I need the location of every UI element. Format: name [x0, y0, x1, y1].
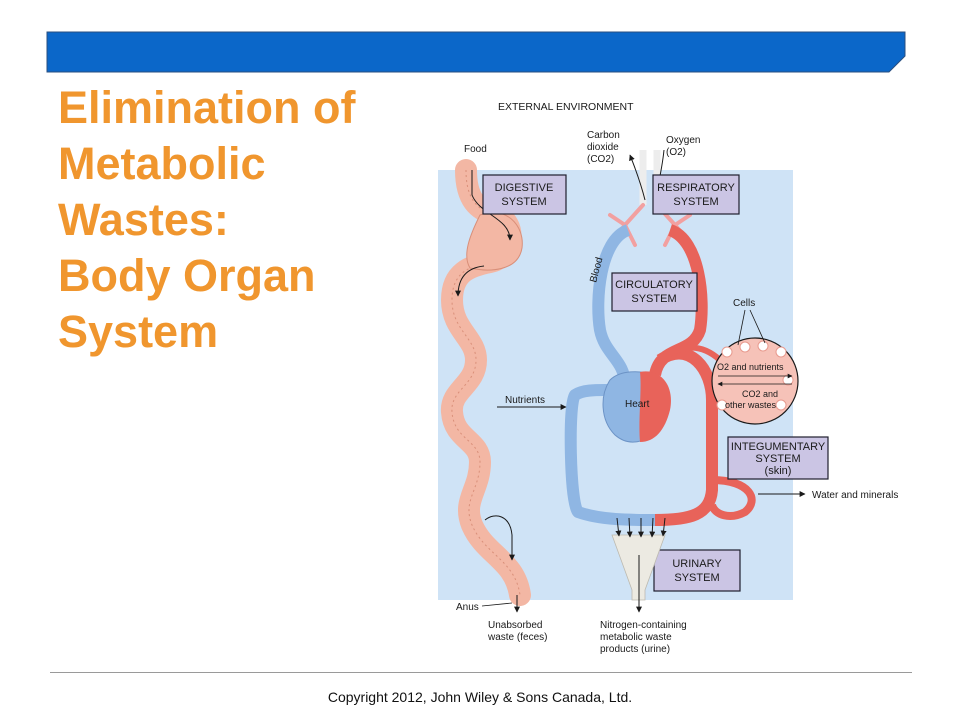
- digestive-line-1: DIGESTIVE: [495, 182, 554, 194]
- respiratory-line-1: RESPIRATORY: [657, 182, 735, 194]
- integumentary-line-3: (skin): [765, 465, 792, 477]
- lungs-bronchi: [608, 203, 692, 247]
- unabsorbed-line-1: Unabsorbed: [488, 620, 542, 631]
- heart-label: Heart: [625, 399, 650, 410]
- title-line-3: Wastes:: [58, 194, 229, 245]
- slide-title: Elimination of Metabolic Wastes: Body Or…: [58, 80, 438, 360]
- respiratory-line-2: SYSTEM: [673, 196, 718, 208]
- co2-line-2: dioxide: [587, 142, 619, 153]
- circulatory-line-2: SYSTEM: [631, 293, 676, 305]
- integumentary-line-2: SYSTEM: [755, 453, 800, 465]
- nitrogen-line-3: products (urine): [600, 644, 670, 655]
- title-line-2: Metabolic: [58, 138, 266, 189]
- respiratory-system-box: RESPIRATORY SYSTEM: [652, 174, 740, 215]
- cells-vessel: [658, 344, 723, 363]
- oxygen-label: Oxygen (O2): [666, 135, 703, 158]
- co2-out-arrow: [629, 154, 646, 201]
- o2-nutrients-label: O2 and nutrients: [717, 362, 784, 372]
- co2-line-1: Carbon: [587, 130, 620, 141]
- heart-right: [639, 371, 671, 442]
- nitrogen-waste-label: Nitrogen-containing metabolic waste prod…: [600, 620, 690, 655]
- title-line-5: System: [58, 306, 219, 357]
- stomach-exit-arrow: [455, 265, 485, 297]
- cells-pointer-2: [749, 309, 766, 344]
- stomach: [466, 211, 523, 271]
- integumentary-line-1: INTEGUMENTARY: [731, 441, 826, 453]
- co2-line-3: (CO2): [587, 154, 614, 165]
- nutrients-label: Nutrients: [505, 395, 545, 406]
- oxygen-line-2: (O2): [666, 147, 686, 158]
- co2-wastes-line-1: CO2 and: [742, 389, 778, 399]
- anus-pointer: [481, 602, 513, 607]
- colon-arrow: [484, 515, 515, 561]
- cells-pointer-1: [737, 309, 746, 346]
- external-environment-label: EXTERNAL ENVIRONMENT: [498, 101, 634, 113]
- title-line-4: Body Organ: [58, 250, 316, 301]
- unabsorbed-line-2: waste (feces): [487, 632, 547, 643]
- urinary-system-box: URINARY SYSTEM: [653, 549, 741, 592]
- digestive-line-2: SYSTEM: [501, 196, 546, 208]
- footer-divider: [50, 672, 912, 673]
- digestive-tract-outline: [451, 169, 521, 596]
- urinary-line-1: URINARY: [672, 558, 722, 570]
- circulatory-line-1: CIRCULATORY: [615, 279, 693, 291]
- co2-wastes-label: CO2 and other wastes: [725, 389, 781, 410]
- co2-wastes-line-2: other wastes: [725, 400, 777, 410]
- oxygen-line-1: Oxygen: [666, 135, 700, 146]
- circulatory-system-box: CIRCULATORY SYSTEM: [611, 272, 698, 312]
- food-label: Food: [464, 144, 487, 155]
- deoxygenated-blood-vessel: [564, 224, 656, 526]
- filtration-arrows: [615, 517, 667, 538]
- water-minerals-label: Water and minerals: [812, 490, 898, 501]
- integumentary-system-box: INTEGUMENTARY SYSTEM (skin): [727, 436, 829, 480]
- cells-label: Cells: [733, 298, 755, 309]
- unabsorbed-waste-label: Unabsorbed waste (feces): [487, 620, 547, 643]
- cell-bubbles: [716, 340, 794, 411]
- digestive-system-box: DIGESTIVE SYSTEM: [482, 174, 567, 215]
- nitrogen-line-2: metabolic waste: [600, 632, 672, 643]
- skin-loop-vessel: [708, 476, 756, 520]
- carbon-dioxide-label: Carbon dioxide (CO2): [587, 130, 623, 165]
- title-line-1: Elimination of: [58, 82, 356, 133]
- anus-label: Anus: [456, 602, 479, 613]
- food-path-arrow: [471, 170, 513, 241]
- urinary-line-2: SYSTEM: [674, 572, 719, 584]
- nitrogen-line-1: Nitrogen-containing: [600, 620, 687, 631]
- copyright-text: Copyright 2012, John Wiley & Sons Canada…: [327, 689, 633, 705]
- top-banner: [46, 31, 906, 73]
